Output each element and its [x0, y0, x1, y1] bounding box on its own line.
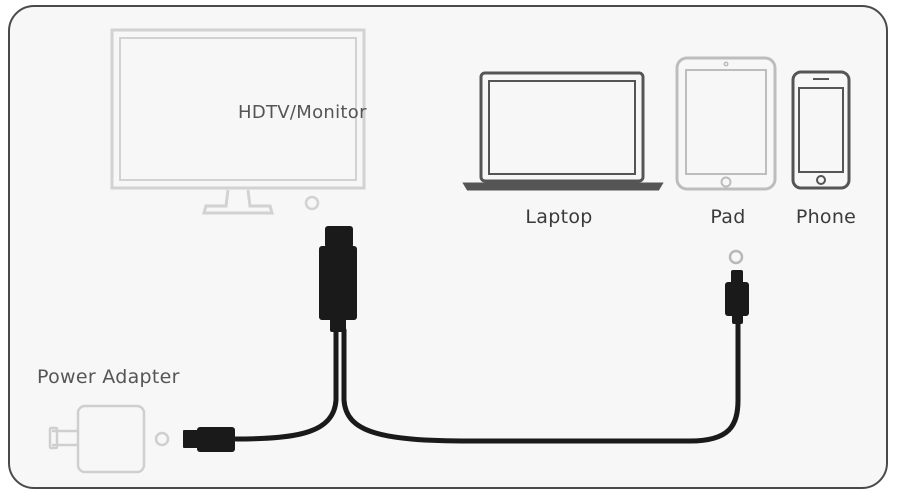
pad-label: Pad: [710, 206, 746, 228]
power-adapter-icon: [48, 404, 170, 474]
lightning-port-icon: [728, 249, 744, 265]
phone-label: Phone: [795, 206, 857, 228]
diagram-card: [8, 5, 888, 489]
hdtv-monitor-label: HDTV/Monitor: [238, 102, 367, 123]
laptop-icon: [462, 71, 664, 191]
laptop-label: Laptop: [525, 206, 593, 228]
adapter-cable: [233, 319, 741, 444]
monitor-icon: [110, 28, 366, 215]
hdmi-connector-icon: [319, 226, 357, 332]
power-adapter-label: Power Adapter: [37, 366, 180, 388]
lightning-connector-icon: [725, 270, 749, 324]
tablet-icon: [675, 56, 777, 191]
usb-a-connector-icon: [183, 427, 235, 452]
phone-icon: [791, 70, 851, 190]
